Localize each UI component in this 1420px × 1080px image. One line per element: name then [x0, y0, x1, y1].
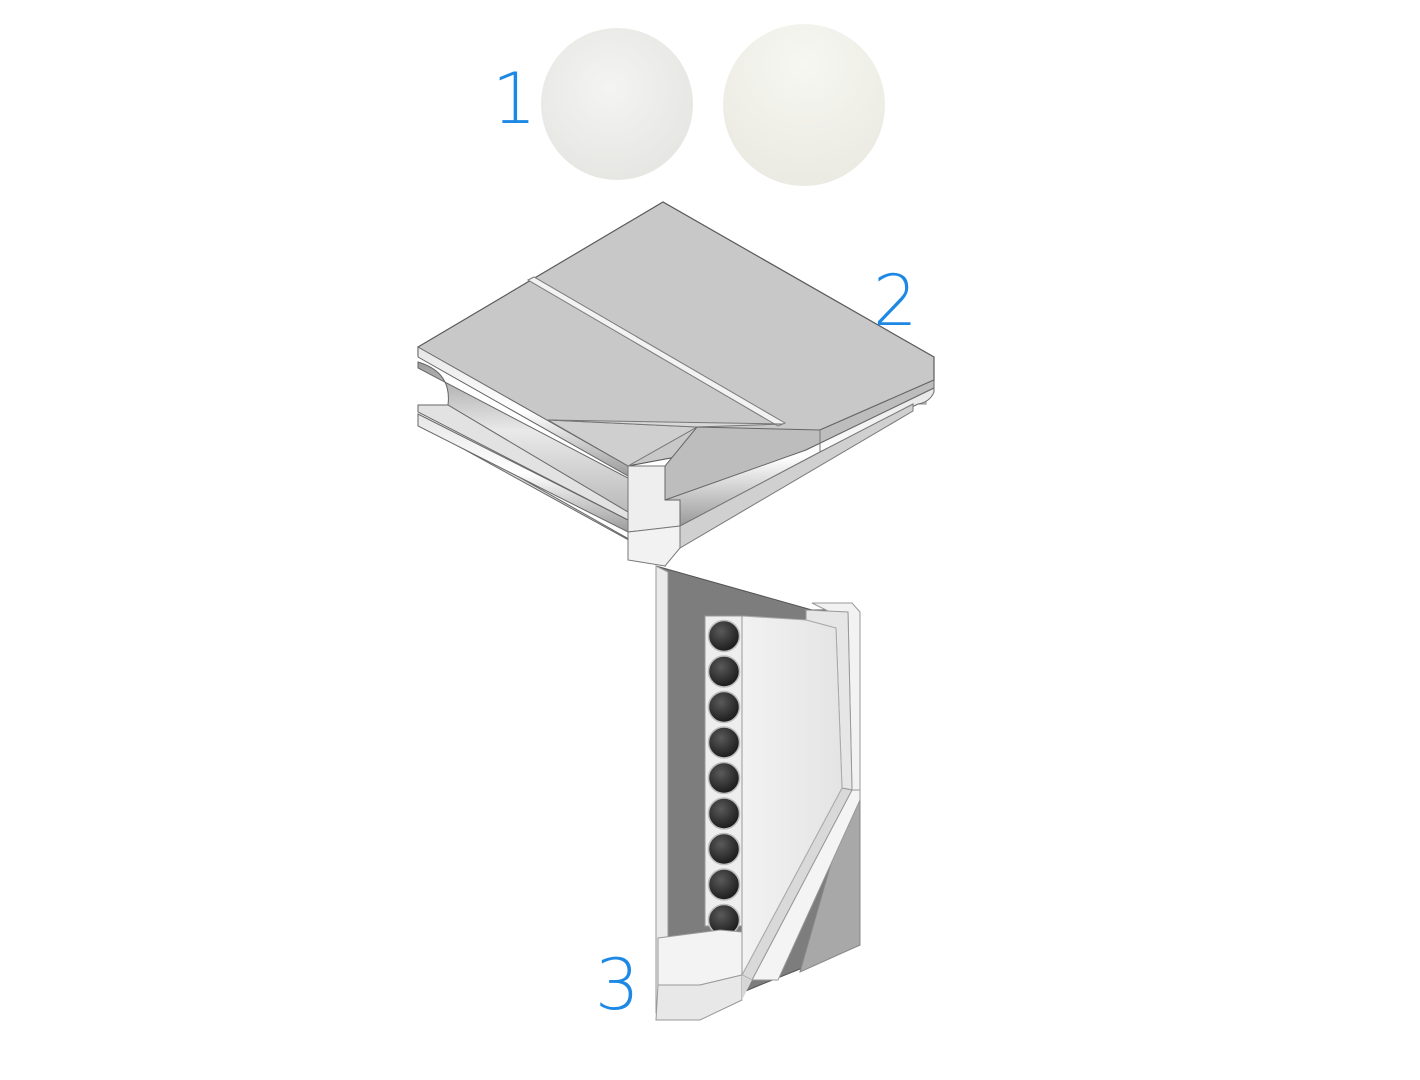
finish-swatch-1 [541, 28, 693, 180]
core-hole [707, 690, 741, 724]
core-hole [707, 761, 741, 795]
core-hole [707, 868, 741, 901]
callout-3: 3 [595, 944, 640, 1026]
panel-section [417, 201, 935, 568]
core-hole [707, 797, 741, 830]
callout-2: 2 [873, 260, 918, 342]
core-hole [707, 655, 741, 688]
finish-swatch-2 [723, 24, 885, 186]
core-hole [707, 619, 741, 653]
door-frame-section [655, 565, 861, 1021]
core-hole [707, 726, 741, 759]
core-hole [707, 832, 741, 866]
callout-1: 1 [492, 58, 537, 140]
